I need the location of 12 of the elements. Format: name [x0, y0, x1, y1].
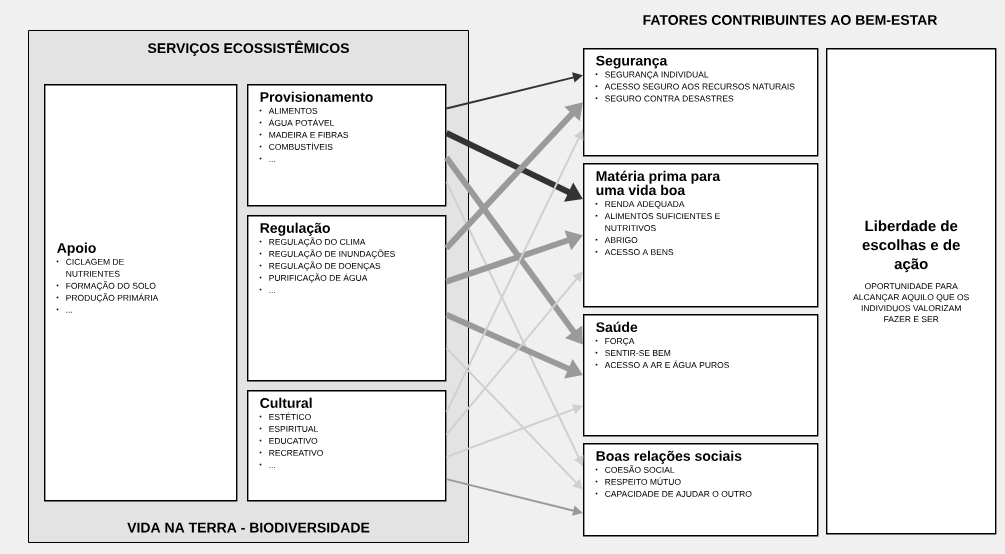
wellbeing-box: Segurança SEGURANÇA INDIVIDUAL ACESSO SEGURO AOS RECURSOS NATURAIS SEGURO CONTRA DESASTRES: [583, 48, 819, 157]
service-box: Provisionamento ALIMENTOS ÁGUA POTÁVEL MADEIRA E FIBRAS COMBUSTÍVEIS ...: [247, 84, 447, 207]
service-box: Apoio CICLAGEM DE NUTRIENTES FORMAÇÃO DO SOLO PRODUÇÃO PRIMÁRIA ...: [44, 84, 238, 502]
arrow: [444, 102, 583, 251]
service-box: Cultural ESTÉTICO ESPIRITUAL EDUCATIVO RECREATIVO ...: [247, 390, 447, 502]
wellbeing-box: Matéria prima para uma vida boa RENDA ADEQUADA ALIMENTOS SUFICIENTES E NUTRITIVOS ABRIGO ACESSO A BENS: [583, 163, 819, 308]
wellbeing-box: Boas relações sociais COESÃO SOCIAL RESPEITO MÚTUO CAPACIDADE DE AJUDAR O OUTRO: [583, 443, 819, 537]
section-heading: FATORES CONTRIBUINTES AO BEM-ESTAR: [643, 15, 938, 25]
service-box: Regulação REGULAÇÃO DO CLIMA REGULAÇÃO DE INUNDAÇÕES REGULAÇÃO DE DOENÇAS PURIFICAÇÃO DE ÁGUA ...: [247, 215, 447, 382]
wellbeing-box: Saúde FORÇA SENTIR-SE BEM ACESSO A AR E ÁGUA PUROS: [583, 314, 819, 437]
arrow: [445, 347, 583, 490]
freedom-box: Liberdade de escolhas e de ação OPORTUNIDADE PARA ALCANÇAR AQUILO QUE OS INDIVIDUOS VALORIZAM FAZER E SER: [826, 48, 997, 535]
